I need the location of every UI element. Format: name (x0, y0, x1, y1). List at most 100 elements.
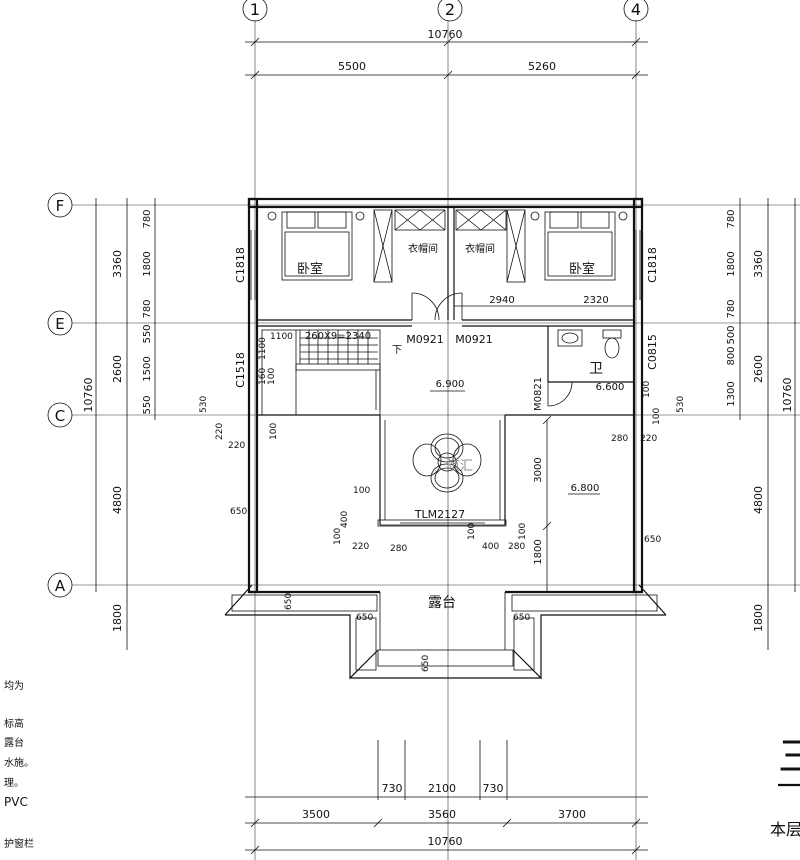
left-dim-4800: 4800 (111, 486, 124, 514)
watermark: 筑汇 (447, 458, 473, 474)
svg-text:650: 650 (513, 613, 530, 623)
window-c1818-left-label: C1818 (234, 247, 247, 283)
closet-right-label: 衣帽间 (465, 242, 495, 255)
dim-2940: 2940 (489, 295, 514, 306)
left-total-dim: 10760 (82, 378, 95, 413)
ornament-medallion (412, 433, 482, 493)
door-swing-left (411, 292, 440, 321)
svg-text:530: 530 (199, 396, 209, 413)
sliding-door-tlm2127 (377, 519, 507, 527)
subtitle-partial: 本层 (770, 820, 800, 839)
svg-text:露台: 露台 (4, 736, 24, 749)
bottom-detail-3: 730 (483, 782, 504, 795)
svg-text:100: 100 (467, 523, 477, 540)
right-dim-2600: 2600 (752, 355, 765, 383)
axis-bubble-C: C (47, 402, 73, 428)
axis-bubble-F: F (47, 192, 73, 218)
svg-text:护窗栏: 护窗栏 (4, 837, 34, 850)
svg-text:220: 220 (640, 434, 657, 444)
left-dimension-lines (95, 198, 156, 650)
closet-left-label: 衣帽间 (408, 242, 438, 255)
svg-text:4: 4 (631, 0, 641, 19)
axis-bubble-1: 1 (242, 0, 268, 22)
svg-text:F: F (56, 197, 65, 215)
right-detail-1800: 1800 (726, 251, 737, 276)
window-c1818-right (635, 230, 641, 300)
stair-dim-label: 260X9=2340 (305, 331, 371, 342)
top-dim-1: 5500 (338, 60, 366, 73)
wardrobe-right (455, 209, 526, 283)
right-dim-1800: 1800 (752, 604, 765, 632)
svg-text:220: 220 (228, 441, 245, 451)
terrace (224, 584, 667, 680)
dim-1800-inner: 1800 (533, 539, 544, 564)
right-detail-500: 500 (726, 325, 737, 344)
exterior-walls (247, 197, 644, 594)
central-void (379, 415, 506, 526)
right-detail-780a: 780 (726, 209, 737, 228)
svg-text:100: 100 (353, 486, 370, 496)
left-detail-1500: 1500 (142, 356, 153, 381)
right-detail-800: 800 (726, 346, 737, 365)
left-detail-550b: 550 (142, 395, 153, 414)
elev-right-label: 6.800 (571, 483, 600, 494)
right-dimension-lines (739, 198, 796, 650)
window-c1518-label: C1518 (234, 352, 247, 388)
window-c1818-right-label: C1818 (646, 247, 659, 283)
right-detail-1300: 1300 (726, 381, 737, 406)
bottom-total-dim: 10760 (428, 835, 463, 848)
right-dim-4800: 4800 (752, 486, 765, 514)
bathroom-fixtures (547, 329, 622, 407)
svg-text:1: 1 (250, 0, 260, 19)
svg-text:1100: 1100 (270, 332, 293, 342)
door-m0821-label: M0821 (533, 377, 544, 411)
door-tlm2127-label: TLM2127 (414, 508, 465, 521)
left-detail-1800: 1800 (142, 251, 153, 276)
bedroom-left-label: 卧室 (297, 261, 323, 277)
door-m0921-a-label: M0921 (406, 333, 444, 346)
bed-right (530, 211, 628, 281)
top-dimension-lines (245, 37, 648, 80)
svg-text:A: A (55, 577, 66, 595)
bed-left (267, 211, 365, 281)
svg-text:C: C (55, 407, 65, 425)
bottom-dim-3: 3700 (558, 808, 586, 821)
bathroom-label: 卫 (589, 361, 603, 377)
svg-text:E: E (55, 315, 64, 333)
svg-text:280: 280 (390, 544, 407, 554)
svg-text:220: 220 (215, 423, 225, 440)
right-dim-3360: 3360 (752, 250, 765, 278)
left-detail-780a: 780 (142, 209, 153, 228)
door-swing-right (434, 292, 463, 321)
svg-text:280: 280 (611, 434, 628, 444)
bottom-dimension-lines (245, 740, 648, 855)
bedroom-right-label: 卧室 (569, 261, 595, 277)
svg-text:160: 160 (258, 368, 268, 385)
terrace-label: 露台 (428, 595, 456, 611)
svg-text:水施。: 水施。 (4, 756, 34, 769)
right-room-dims (542, 415, 552, 592)
svg-text:标高: 标高 (4, 717, 24, 730)
door-m0921-b-label: M0921 (455, 333, 493, 346)
svg-text:650: 650 (644, 535, 661, 545)
svg-text:650: 650 (230, 507, 247, 517)
svg-text:100: 100 (267, 368, 277, 385)
axis-bubble-E: E (47, 310, 73, 336)
right-total-dim: 10760 (781, 378, 794, 413)
stair (261, 329, 381, 416)
top-dim-2: 5260 (528, 60, 556, 73)
left-dim-2600: 2600 (111, 355, 124, 383)
title-partial: 三 (778, 734, 800, 780)
axis-bubble-4: 4 (623, 0, 649, 22)
left-detail-780b: 780 (142, 299, 153, 318)
window-c1818-left (250, 230, 256, 300)
svg-text:100: 100 (652, 408, 662, 425)
svg-text:2: 2 (445, 0, 455, 19)
notes: 均为 标高 露台 水施。 理。 PVC 护窗栏 (4, 680, 34, 850)
svg-text:100: 100 (518, 523, 528, 540)
svg-text:650: 650 (284, 593, 294, 610)
dim-3000: 3000 (533, 457, 544, 482)
top-total-dim: 10760 (428, 28, 463, 41)
svg-text:100: 100 (642, 381, 652, 398)
